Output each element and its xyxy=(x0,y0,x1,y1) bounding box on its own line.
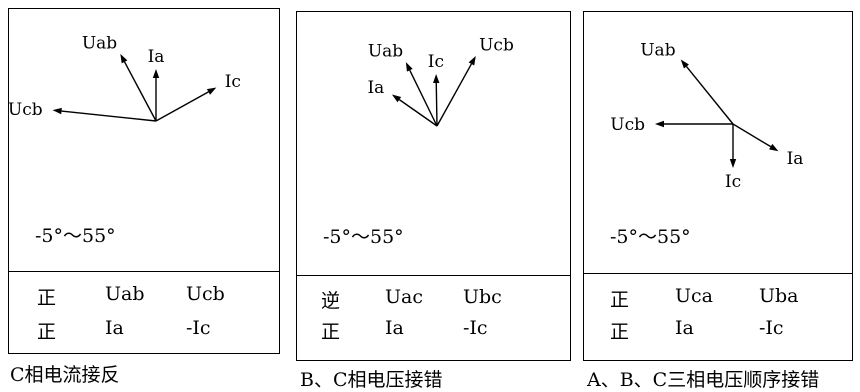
phasor-2-uab-arrowhead xyxy=(405,62,413,72)
table-cell-2-0-2: Ubc xyxy=(463,286,502,308)
phasor-1-ucb-arrowhead xyxy=(52,107,62,115)
phasor-2-ia-label: Ia xyxy=(367,78,384,98)
phasor-2-uab-line xyxy=(409,69,438,127)
phasor-3-ia-line xyxy=(732,123,772,148)
table-cell-1-1-1: Ia xyxy=(105,317,124,339)
phasor-3-ic-arrowhead xyxy=(729,159,737,168)
phasor-1-ia-label: Ia xyxy=(148,47,165,67)
table-cell-1-0-2: Ucb xyxy=(186,283,225,305)
table-cell-2-1-0: 正 xyxy=(321,321,341,343)
table-cell-3-0-1: Uca xyxy=(675,285,713,307)
table-cell-3-1-2: -Ic xyxy=(759,317,784,339)
caption-1: C相电流接反 xyxy=(10,364,120,386)
table-cell-3-0-0: 正 xyxy=(610,289,630,311)
angle-range-3: -5°～55° xyxy=(610,226,691,248)
table-cell-2-0-0: 逆 xyxy=(321,290,341,312)
table-cell-1-1-0: 正 xyxy=(37,321,57,343)
table-cell-2-0-1: Uac xyxy=(385,286,423,308)
phasor-1-ic-line xyxy=(155,91,209,122)
table-cell-1-1-2: -Ic xyxy=(186,317,211,339)
phasor-1-uab-arrowhead xyxy=(120,53,128,64)
table-cell-2-1-2: -Ic xyxy=(463,317,488,339)
phasor-3-uab-label: Uab xyxy=(640,40,675,60)
table-cell-3-1-1: Ia xyxy=(675,317,694,339)
phasor-2-ucb-label: Ucb xyxy=(479,36,514,56)
phasor-2-ic-arrowhead xyxy=(433,74,440,84)
phasor-2-ia-line xyxy=(398,99,438,127)
table-cell-2-1-1: Ia xyxy=(385,317,404,339)
phasor-1-ia-arrowhead xyxy=(152,69,160,78)
phasor-1-ucb-line xyxy=(61,110,157,122)
table-cell-3-0-2: Uba xyxy=(759,285,799,307)
caption-2: B、C相电压接错 xyxy=(300,369,443,391)
phasor-2-uab-label: Uab xyxy=(368,42,403,62)
phasor-2-ucb-arrowhead xyxy=(468,56,476,66)
angle-range-1: -5°～55° xyxy=(35,225,116,247)
phasor-2-ic-label: Ic xyxy=(428,52,444,72)
angle-range-2: -5°～55° xyxy=(323,226,404,248)
table-cell-1-0-0: 正 xyxy=(37,287,57,309)
phasor-3-ia-arrowhead xyxy=(769,143,779,152)
phasor-1-ucb-label: Ucb xyxy=(9,100,43,120)
phasor-3-uab-line xyxy=(685,66,734,125)
caption-3: A、B、C三相电压顺序接错 xyxy=(587,369,820,391)
table-cell-3-1-0: 正 xyxy=(610,321,630,343)
table-divider-1 xyxy=(9,271,279,272)
phasor-2-ucb-line xyxy=(436,63,473,127)
phasor-1-ic-arrowhead xyxy=(206,87,217,95)
phasor-3-ic-label: Ic xyxy=(725,172,741,192)
phasor-2-ia-arrowhead xyxy=(391,94,402,103)
table-divider-3 xyxy=(584,273,852,274)
phasor-3-ucb-arrowhead xyxy=(655,120,664,128)
phasor-1-uab-line xyxy=(123,61,157,122)
phasor-1-ic-label: Ic xyxy=(225,72,241,92)
table-cell-1-0-1: Uab xyxy=(105,283,145,305)
phasor-3-ucb-label: Ucb xyxy=(610,115,645,135)
table-divider-2 xyxy=(297,275,570,276)
phasor-3-ia-label: Ia xyxy=(787,149,804,169)
phasor-1-uab-label: Uab xyxy=(82,33,117,53)
phasor-3-uab-arrowhead xyxy=(680,59,689,69)
phasor-2-ic-line xyxy=(435,82,438,127)
